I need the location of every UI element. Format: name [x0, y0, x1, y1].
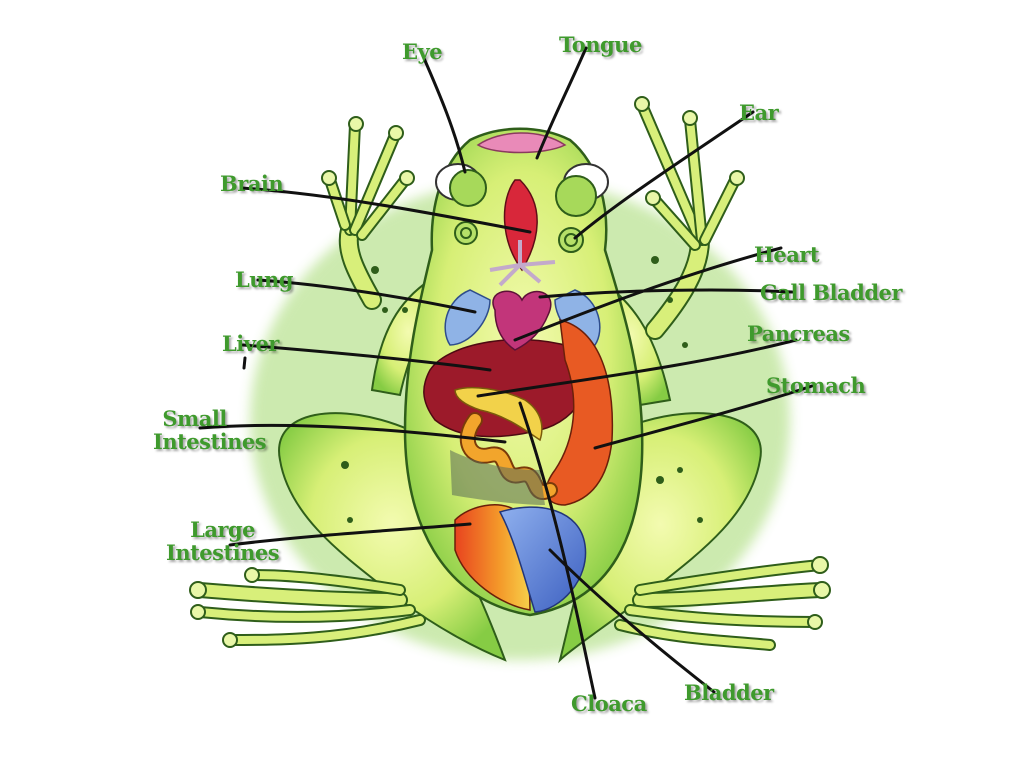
label-bladder: Bladder	[684, 680, 774, 705]
label-pancreas: Pancreas	[747, 321, 850, 346]
liver-pointer-tick	[242, 356, 247, 370]
label-tongue: Tongue	[559, 32, 642, 57]
pancreas-shape	[454, 386, 543, 442]
tongue-pointer	[535, 46, 588, 160]
bladder-pointer	[548, 548, 716, 694]
body-cavity-shade	[450, 450, 545, 505]
brain-pointer	[240, 186, 532, 234]
stomach-pointer	[593, 384, 814, 450]
label-small-intestines-line2: Intestines	[153, 429, 267, 454]
label-large-intestines: Large Intestines	[166, 517, 280, 565]
cloaca-pointer	[518, 401, 597, 700]
eye-organs	[435, 163, 609, 253]
lung-pointer	[256, 278, 477, 314]
tongue-shape	[476, 132, 567, 154]
right-front-leg	[588, 96, 745, 407]
label-small-intestines-line1: Small	[162, 406, 227, 431]
label-small-intestines: Small Intestines	[153, 407, 267, 454]
label-eye: Eye	[402, 39, 443, 64]
label-liver: Liver	[222, 331, 279, 356]
label-cloaca: Cloaca	[571, 691, 647, 716]
heart-pointer	[513, 246, 783, 342]
ear-pointer	[573, 110, 755, 240]
left-hind-leg	[189, 412, 507, 662]
label-brain: Brain	[220, 171, 284, 196]
gall-bladder-pointer	[538, 288, 794, 299]
lung-organs	[444, 289, 601, 346]
eye-pointer	[421, 54, 467, 174]
small-intestines-pointer	[198, 423, 507, 444]
label-large-intestines-line2: Intestines	[166, 540, 280, 565]
label-lung: Lung	[235, 267, 294, 292]
stomach-shape	[545, 319, 614, 506]
heart-organ	[489, 240, 556, 351]
liver-pointer	[241, 343, 492, 372]
pancreas-pointer	[476, 338, 798, 398]
label-large-intestines-line1: Large	[190, 517, 256, 542]
pointer-lines	[198, 46, 814, 700]
brain-shape	[503, 179, 538, 272]
label-stomach: Stomach	[766, 373, 866, 398]
skin-spots	[341, 256, 703, 523]
label-gall-bladder: Gall Bladder	[760, 280, 902, 305]
label-heart: Heart	[754, 242, 820, 267]
large-intestines-pointer	[228, 522, 472, 547]
label-ear: Ear	[739, 100, 779, 125]
